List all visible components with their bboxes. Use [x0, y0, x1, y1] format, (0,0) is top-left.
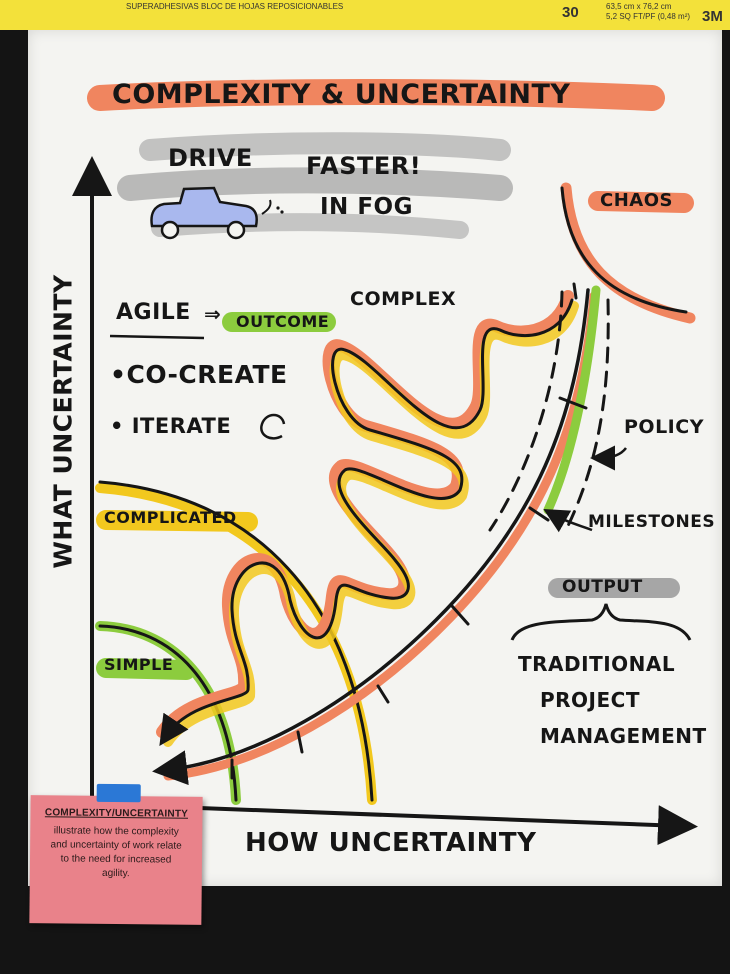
traditional-line-1: TRADITIONAL [518, 652, 676, 676]
output-label: OUTPUT [562, 577, 643, 597]
brand-logo: 3M [702, 8, 723, 25]
fog-note-line-2: FASTER! [306, 152, 422, 180]
agile-arrow: ⇒ [204, 302, 222, 326]
x-axis-label: HOW UNCERTAINTY [245, 828, 537, 858]
pad-sheet-count: 30 [562, 4, 579, 21]
zone-label-complex: COMPLEX [350, 288, 457, 310]
agile-outcome: OUTCOME [236, 312, 330, 331]
zone-curves [95, 182, 696, 805]
policy-arrow [590, 445, 627, 471]
sticky-note-title: COMPLEXITY/UNCERTAINTY [44, 807, 189, 820]
milestones-label: MILESTONES [588, 512, 716, 532]
output-brace [510, 603, 692, 641]
y-axis-label: WHAT UNCERTAINTY [48, 274, 78, 569]
zone-label-simple: SIMPLE [104, 655, 174, 674]
sticky-note: COMPLEXITY/UNCERTAINTY illustrate how th… [29, 783, 203, 925]
fog-note-line-3: IN FOG [320, 194, 413, 220]
pad-dims-line-1: 63,5 cm x 76,2 cm [606, 2, 672, 11]
flipchart-pad-header: SUPERADHESIVAS BLOC DE HOJAS REPOSICIONA… [0, 0, 730, 30]
pad-dims-line-2: 5,2 SQ FT/PF (0,48 m²) [606, 12, 691, 21]
chaos-highlight [588, 191, 694, 213]
pad-header-line: SUPERADHESIVAS BLOC DE HOJAS REPOSICIONA… [126, 2, 344, 11]
fog-note-line-1: DRIVE [168, 144, 253, 172]
agile-bullet-co-create: •CO-CREATE [110, 360, 288, 389]
zone-label-chaos: CHAOS [600, 190, 673, 211]
title-highlight [87, 79, 665, 111]
traditional-path [152, 282, 601, 786]
agile-bullet-iterate: • ITERATE [110, 414, 232, 438]
car-icon [150, 186, 284, 240]
zone-label-complicated: COMPLICATED [104, 508, 237, 527]
traditional-line-3: MANAGEMENT [540, 724, 707, 748]
sticky-note-body: illustrate how the complexity and uncert… [50, 825, 182, 880]
policy-label: POLICY [624, 416, 704, 438]
milestones-arrow [543, 509, 593, 533]
agile-path [156, 290, 579, 747]
policy-boundaries [488, 290, 610, 532]
simple-highlight [96, 658, 196, 680]
agile-underline [109, 334, 205, 340]
traditional-line-2: PROJECT [540, 688, 640, 712]
agile-heading: AGILE [116, 300, 191, 325]
iterate-loop-icon [260, 413, 286, 440]
tape-strip [96, 783, 141, 803]
diagram-title: COMPLEXITY & UNCERTAINTY [112, 79, 571, 110]
